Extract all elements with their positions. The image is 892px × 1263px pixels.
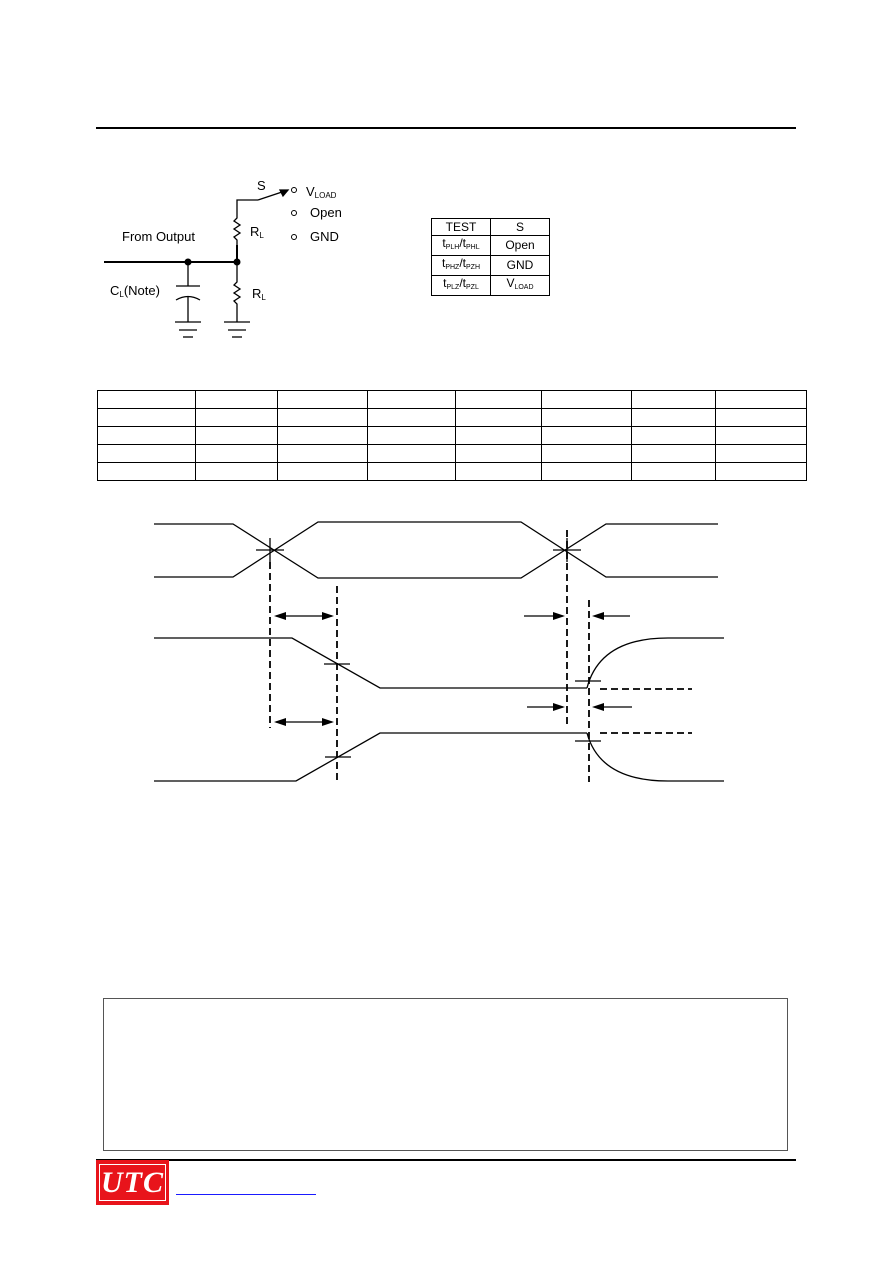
terminal-open [291, 210, 297, 216]
vload-label: VLOAD [306, 184, 337, 200]
table-row: tPLZ/tPZL VLOAD [431, 275, 550, 296]
table-row [97, 426, 807, 445]
table-row: TEST S [431, 218, 550, 236]
output-waveform-2 [154, 732, 587, 782]
table-row [97, 390, 807, 409]
rl-upper-label: RL [250, 224, 264, 240]
rl-resistor-lower [232, 262, 242, 322]
utc-logo: UTC [96, 1160, 169, 1205]
website-link[interactable] [176, 1194, 316, 1195]
cl-label: CL(Note) [110, 283, 160, 299]
table-cell-s: Open [490, 235, 550, 256]
output-waveform-2-fall [586, 732, 724, 782]
output-waveform-1 [154, 637, 587, 689]
output-waveform-1-rise [586, 637, 724, 689]
enable-waveform-top [154, 523, 718, 579]
table-row [97, 408, 807, 427]
table-cell-test: tPLZ/tPZL [431, 275, 491, 296]
gnd-label: GND [310, 229, 339, 244]
footer-rule [96, 1159, 796, 1161]
rl-resistor-upper [232, 199, 258, 245]
terminal-vload [291, 187, 297, 193]
table-cell-s: VLOAD [490, 275, 550, 296]
table-row: tPHZ/tPZH GND [431, 255, 550, 276]
enable-waveform-bottom [154, 521, 718, 578]
timing-waveform-diagram [154, 521, 724, 782]
from-output-label: From Output [122, 229, 195, 244]
switch-arrow [278, 189, 290, 198]
switch-label: S [257, 178, 266, 193]
node-dot [233, 258, 241, 266]
terminal-gnd [291, 234, 297, 240]
table-row: tPLH/tPHL Open [431, 235, 550, 256]
rl-lower-label: RL [252, 286, 266, 302]
table-header-s: S [490, 218, 550, 236]
table-header-test: TEST [431, 218, 491, 236]
open-label: Open [310, 205, 342, 220]
table-cell-test: tPHZ/tPZH [431, 255, 491, 276]
table-cell-s: GND [490, 255, 550, 276]
table-row [97, 462, 807, 481]
parameter-grid [97, 390, 807, 481]
table-row [97, 444, 807, 463]
switch-test-table: TEST S tPLH/tPHL Open tPHZ/tPZH GND tPLZ… [431, 218, 550, 296]
test-circuit-diagram [104, 187, 297, 338]
header-rule [96, 127, 796, 129]
notes-box [103, 998, 788, 1151]
node-dot [184, 258, 192, 266]
table-cell-test: tPLH/tPHL [431, 235, 491, 256]
